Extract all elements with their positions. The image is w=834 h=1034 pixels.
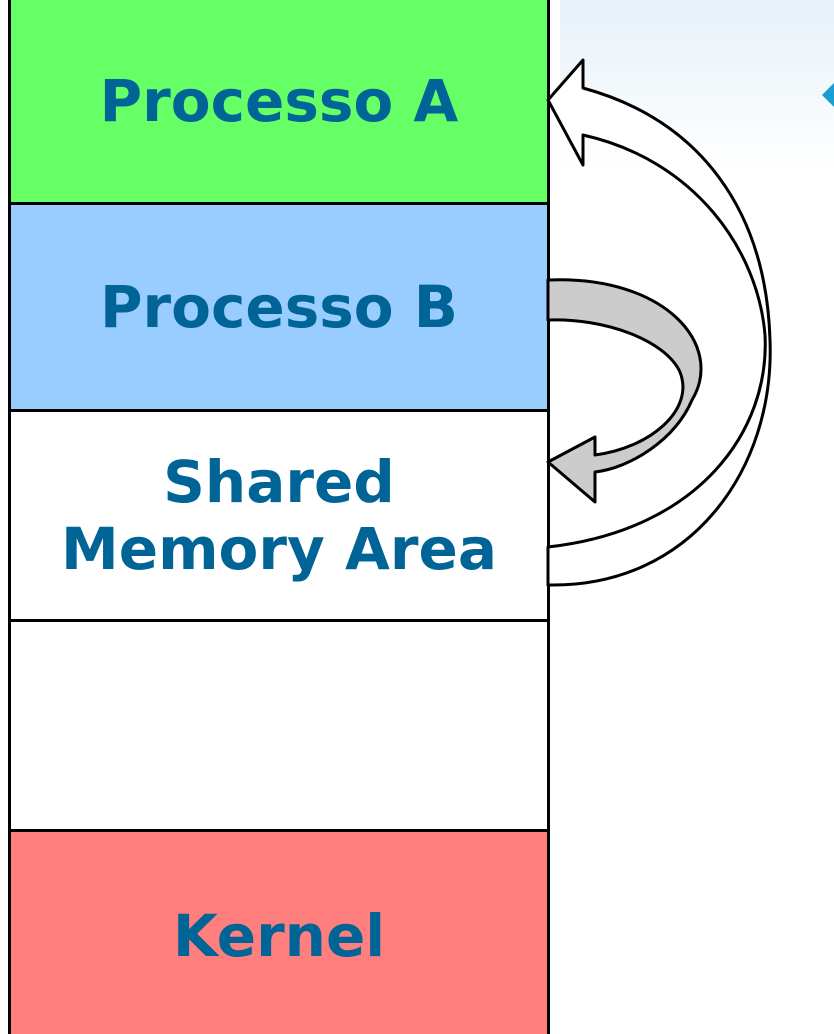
segment-process-a: Processo A — [11, 0, 547, 205]
kernel-label: Kernel — [172, 901, 386, 970]
process-b-to-shared-arrow — [546, 278, 703, 504]
segment-process-b: Processo B — [11, 205, 547, 412]
memory-stack: Processo A Processo B Shared Memory Area… — [8, 0, 550, 1034]
process-b-label: Processo B — [100, 272, 458, 341]
triangle-bullet-icon — [822, 82, 834, 108]
shared-to-process-a-arrow — [546, 58, 772, 587]
segment-shared-memory: Shared Memory Area — [11, 412, 547, 622]
segment-kernel: Kernel — [11, 832, 547, 1034]
segment-empty — [11, 622, 547, 832]
shared-memory-label: Shared Memory Area — [61, 447, 497, 583]
process-a-label: Processo A — [99, 66, 459, 135]
